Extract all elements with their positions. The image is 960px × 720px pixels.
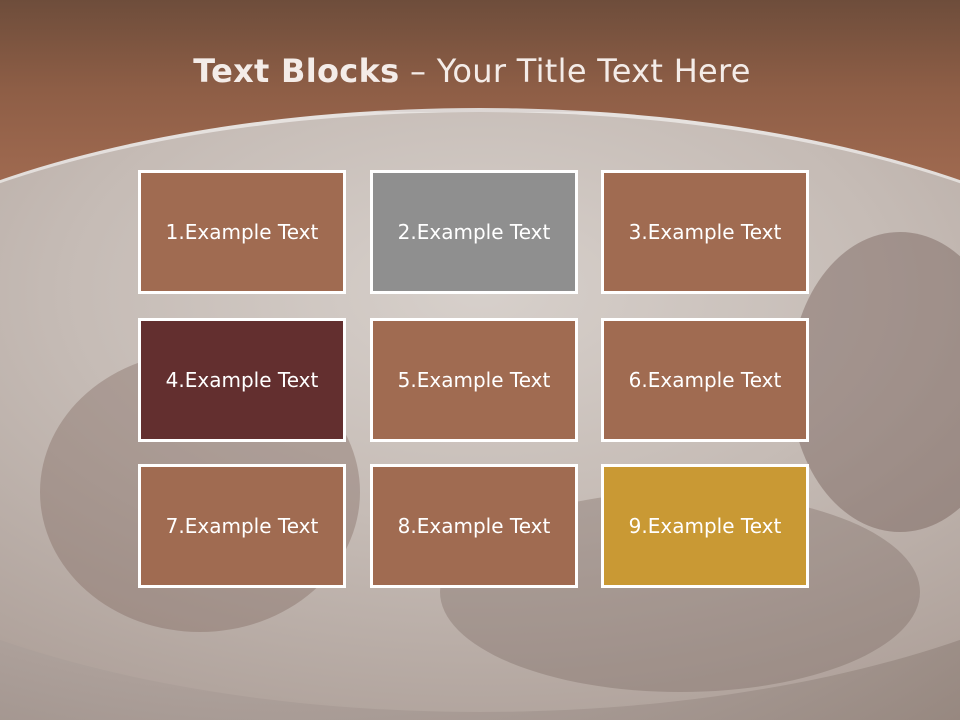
text-block-label: 1.Example Text bbox=[165, 220, 319, 244]
text-block-label: 9.Example Text bbox=[628, 514, 782, 538]
title-bold: Text Blocks bbox=[193, 52, 400, 90]
title-rest: Your Title Text Here bbox=[436, 52, 751, 90]
text-block-label: 7.Example Text bbox=[165, 514, 319, 538]
text-block-label: 5.Example Text bbox=[397, 368, 551, 392]
text-block-8[interactable]: 8.Example Text bbox=[370, 464, 578, 588]
text-block-label: 2.Example Text bbox=[397, 220, 551, 244]
text-block-9[interactable]: 9.Example Text bbox=[601, 464, 809, 588]
text-block-label: 6.Example Text bbox=[628, 368, 782, 392]
text-block-3[interactable]: 3.Example Text bbox=[601, 170, 809, 294]
text-block-7[interactable]: 7.Example Text bbox=[138, 464, 346, 588]
photo-shade bbox=[790, 232, 960, 532]
text-block-6[interactable]: 6.Example Text bbox=[601, 318, 809, 442]
text-block-label: 4.Example Text bbox=[165, 368, 319, 392]
slide-title: Text Blocks – Your Title Text Here bbox=[0, 52, 944, 90]
text-block-5[interactable]: 5.Example Text bbox=[370, 318, 578, 442]
text-block-1[interactable]: 1.Example Text bbox=[138, 170, 346, 294]
text-block-2[interactable]: 2.Example Text bbox=[370, 170, 578, 294]
text-block-label: 8.Example Text bbox=[397, 514, 551, 538]
text-block-label: 3.Example Text bbox=[628, 220, 782, 244]
text-block-4[interactable]: 4.Example Text bbox=[138, 318, 346, 442]
title-separator: – bbox=[399, 52, 437, 90]
